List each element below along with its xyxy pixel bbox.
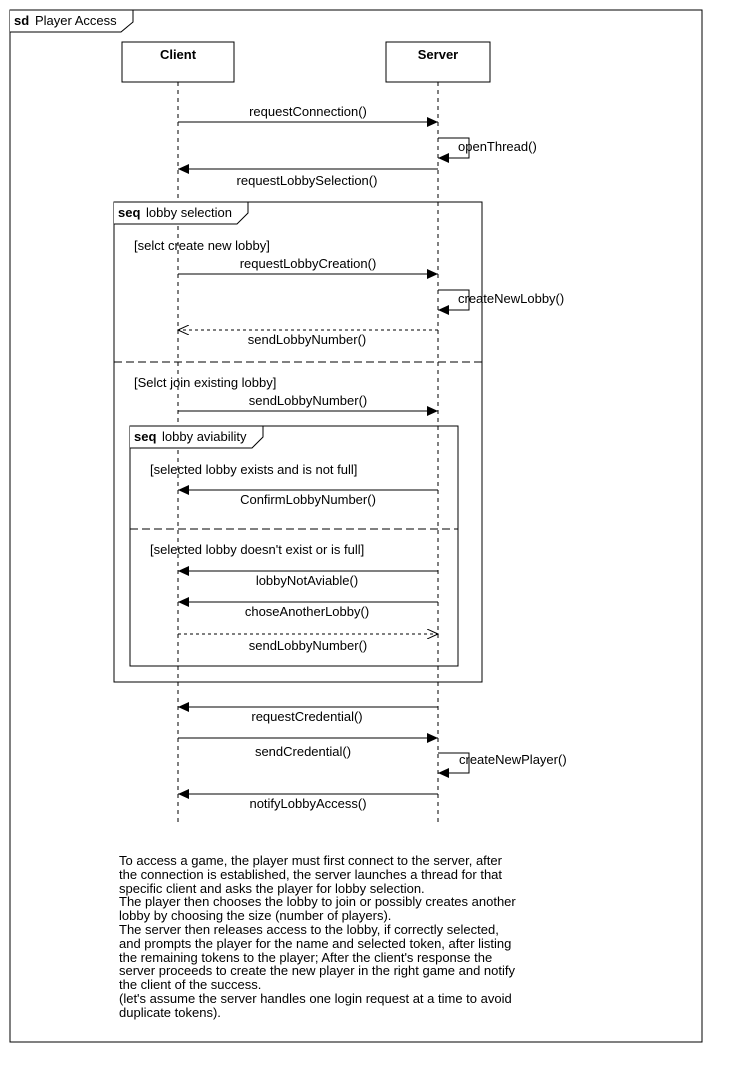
message-label: choseAnotherLobby() xyxy=(245,604,369,619)
sd-frame-tab xyxy=(10,9,134,33)
note-paragraph: The player then chooses the lobby to joi… xyxy=(119,894,516,924)
message-label: sendLobbyNumber() xyxy=(249,638,368,653)
self-message-arrow xyxy=(438,289,470,315)
message-request-credential: requestCredential() xyxy=(178,702,438,724)
guard-lobby-not-exists: [selected lobby doesn't exist or is full… xyxy=(150,542,364,557)
message-label: lobbyNotAviable() xyxy=(256,573,358,588)
fragment-border xyxy=(113,201,483,683)
lifeline-server-label: Server xyxy=(418,47,458,62)
guard-lobby-exists: [selected lobby exists and is not full] xyxy=(150,462,357,477)
message-lobby-not-available: lobbyNotAviable() xyxy=(178,566,438,588)
message-notify-lobby-access: notifyLobbyAccess() xyxy=(178,789,438,811)
message-send-lobby-number-join: sendLobbyNumber() xyxy=(178,393,438,416)
message-label: requestLobbySelection() xyxy=(237,173,378,188)
guard-create-lobby: [selct create new lobby] xyxy=(134,238,270,253)
fragment-lobby-selection: seq lobby selection [selct create new lo… xyxy=(113,201,483,683)
message-label: sendLobbyNumber() xyxy=(248,332,367,347)
message-send-credential: sendCredential() xyxy=(178,733,438,759)
message-confirm-lobby-number: ConfirmLobbyNumber() xyxy=(178,485,438,507)
fragment-tab xyxy=(130,425,264,449)
message-label: ConfirmLobbyNumber() xyxy=(240,492,376,507)
message-label: createNewPlayer() xyxy=(459,752,567,767)
message-create-new-lobby: createNewLobby() xyxy=(438,289,564,315)
sd-frame-title: Player Access xyxy=(35,13,117,28)
fragment-lobby-availability: seq lobby aviability [selected lobby exi… xyxy=(129,425,459,667)
message-label: createNewLobby() xyxy=(458,291,564,306)
fragment-border xyxy=(129,425,459,667)
lifeline-client-box[interactable] xyxy=(121,41,235,83)
sd-frame-keyword: sd xyxy=(14,13,29,28)
lifeline-client-label: Client xyxy=(160,47,197,62)
description-note: To access a game, the player must first … xyxy=(119,854,519,1020)
note-paragraph: The server then releases access to the l… xyxy=(119,921,515,993)
message-label: requestLobbyCreation() xyxy=(240,256,377,271)
message-open-thread: openThread() xyxy=(438,137,537,163)
message-request-lobby-creation: requestLobbyCreation() xyxy=(178,256,438,279)
sd-frame: sd Player Access xyxy=(9,9,703,1043)
message-send-lobby-number-return: sendLobbyNumber() xyxy=(178,330,438,347)
fragment-keyword: seq xyxy=(118,205,140,220)
message-send-lobby-number-retry: sendLobbyNumber() xyxy=(178,634,438,653)
fragment-tab xyxy=(114,201,249,225)
self-message-arrow xyxy=(438,752,470,778)
note-paragraph: (let's assume the server handles one log… xyxy=(119,990,512,1020)
note-paragraph: To access a game, the player must first … xyxy=(119,853,503,896)
lifeline-server: Server xyxy=(385,41,491,824)
fragment-title: lobby selection xyxy=(146,205,232,220)
message-label: requestCredential() xyxy=(251,709,362,724)
message-label: sendLobbyNumber() xyxy=(249,393,368,408)
message-label: requestConnection() xyxy=(249,104,367,119)
message-request-connection: requestConnection() xyxy=(178,104,438,127)
message-label: sendCredential() xyxy=(255,744,351,759)
fragment-title: lobby aviability xyxy=(162,429,247,444)
fragment-keyword: seq xyxy=(134,429,156,444)
message-request-lobby-selection: requestLobbySelection() xyxy=(178,164,438,188)
message-chose-another-lobby: choseAnotherLobby() xyxy=(178,597,438,619)
self-message-arrow xyxy=(438,137,470,163)
lifeline-server-box[interactable] xyxy=(385,41,491,83)
message-label: openThread() xyxy=(458,139,537,154)
message-create-new-player: createNewPlayer() xyxy=(438,752,567,778)
guard-join-lobby: [Selct join existing lobby] xyxy=(134,375,276,390)
sd-frame-border xyxy=(9,9,703,1043)
message-label: notifyLobbyAccess() xyxy=(249,796,366,811)
